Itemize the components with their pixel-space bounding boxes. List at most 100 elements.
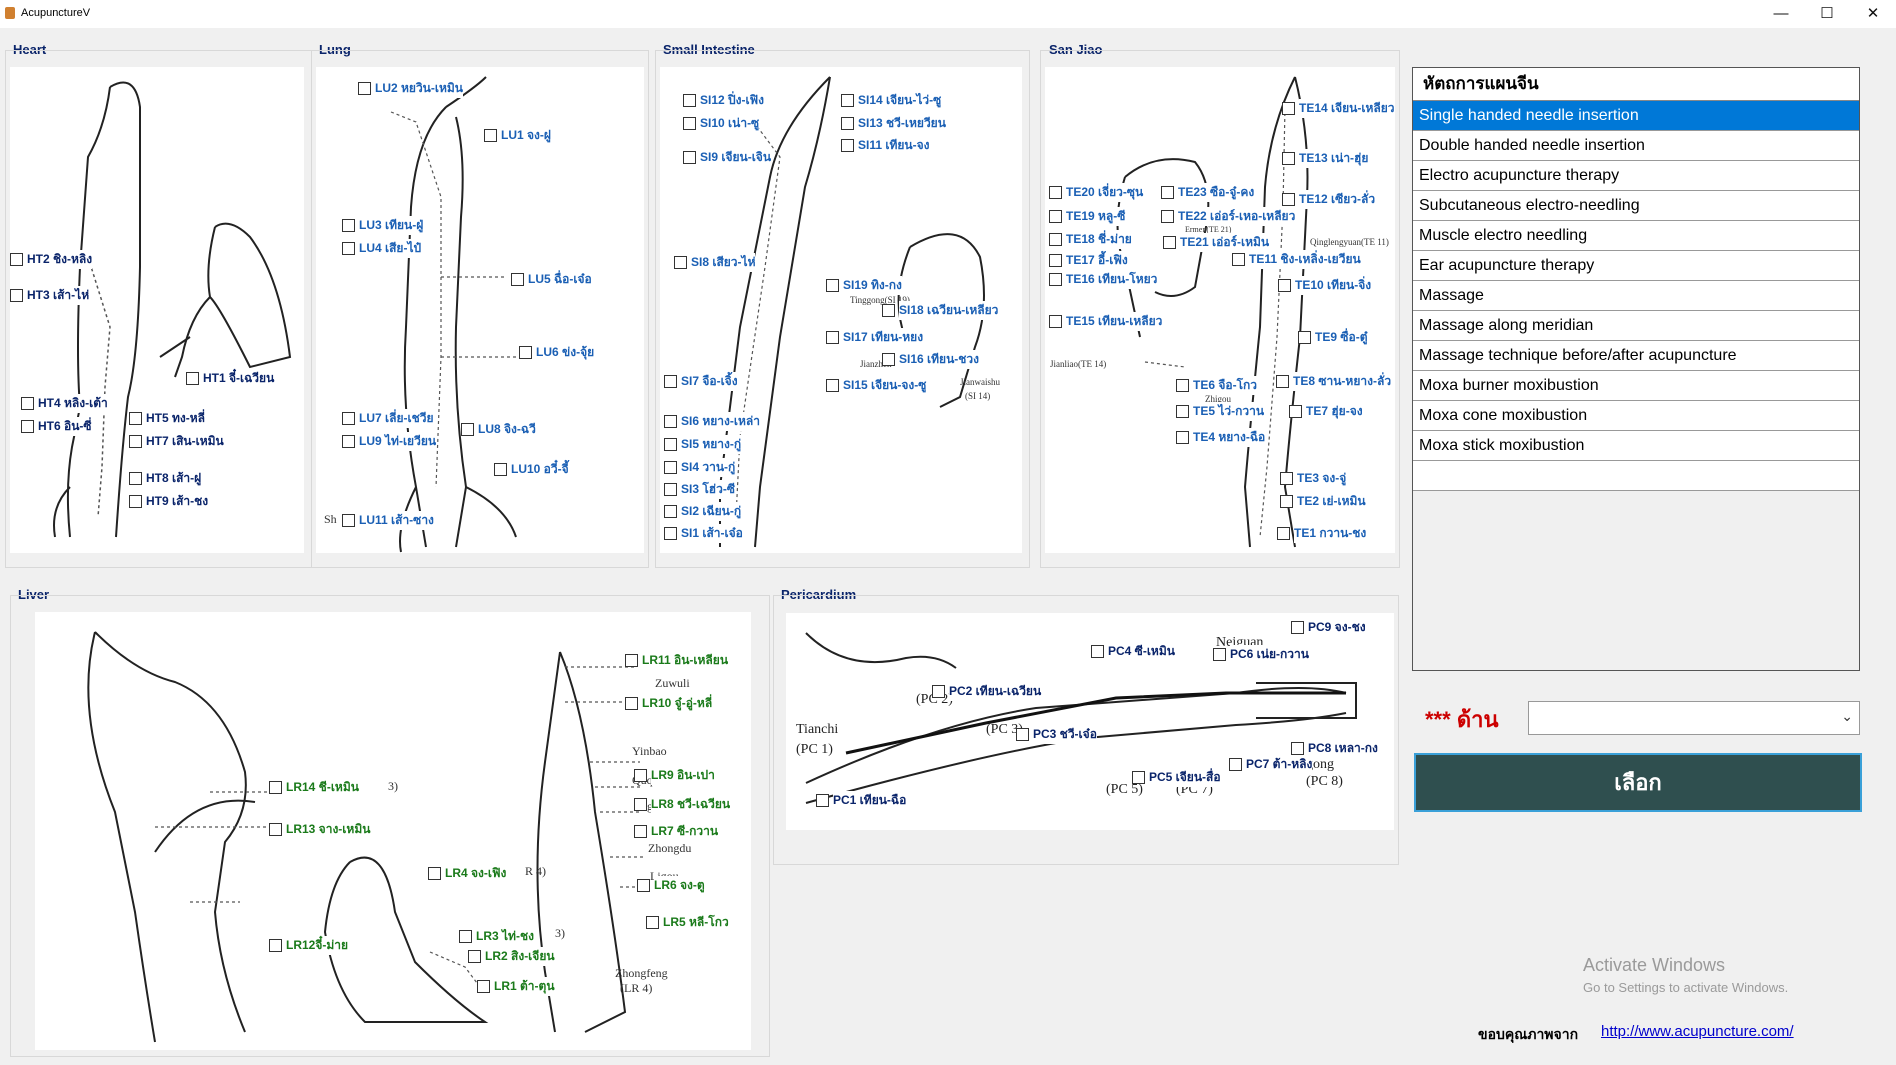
checkbox[interactable] — [1298, 330, 1311, 344]
point-si9[interactable]: SI9 เจียน-เจิน — [683, 147, 772, 167]
select-button[interactable]: เลือก — [1414, 753, 1862, 812]
point-lr7[interactable]: LR7 ซี-กวาน — [634, 821, 719, 841]
checkbox[interactable] — [1049, 209, 1062, 223]
chevron-down-icon[interactable]: ⌄ — [1841, 708, 1853, 724]
point-pc3[interactable]: PC3 ชวี-เจ๋อ — [1016, 724, 1097, 744]
checkbox[interactable] — [129, 411, 142, 425]
point-si6[interactable]: SI6 หยาง-เหล่า — [664, 411, 760, 431]
checkbox[interactable] — [1229, 757, 1242, 771]
checkbox[interactable] — [625, 696, 638, 710]
checkbox[interactable] — [10, 252, 23, 266]
checkbox[interactable] — [129, 471, 142, 485]
point-si4[interactable]: SI4 วาน-กู่ — [664, 457, 736, 477]
checkbox[interactable] — [461, 422, 474, 436]
checkbox[interactable] — [664, 414, 677, 428]
point-si15[interactable]: SI15 เจียน-จง-ซู — [826, 375, 927, 395]
point-te13[interactable]: TE13 เน่า-ฮุ่ย — [1282, 148, 1369, 168]
checkbox[interactable] — [664, 437, 677, 451]
checkbox[interactable] — [637, 878, 650, 892]
checkbox[interactable] — [269, 822, 282, 836]
checkbox[interactable] — [519, 345, 532, 359]
point-pc7[interactable]: PC7 ต้า-หลิง — [1229, 754, 1313, 774]
point-lu7[interactable]: LU7 เลี่ย-เชวีย — [342, 408, 434, 428]
checkbox[interactable] — [1176, 430, 1189, 444]
point-pc1[interactable]: PC1 เทียน-ฉือ — [816, 790, 907, 810]
checkbox[interactable] — [428, 866, 441, 880]
checkbox[interactable] — [826, 378, 839, 392]
checkbox[interactable] — [1213, 647, 1226, 661]
checkbox[interactable] — [1280, 471, 1293, 485]
checkbox[interactable] — [21, 396, 34, 410]
checkbox[interactable] — [1091, 644, 1104, 658]
technique-item[interactable]: Single handed needle insertion — [1413, 101, 1859, 131]
checkbox[interactable] — [664, 482, 677, 496]
point-lu10[interactable]: LU10 อวี๋-จี้ — [494, 459, 569, 479]
point-te4[interactable]: TE4 หยาง-ฉือ — [1176, 427, 1266, 447]
checkbox[interactable] — [1161, 209, 1174, 223]
point-te23[interactable]: TE23 ซือ-จู๋-คง — [1161, 182, 1255, 202]
checkbox[interactable] — [269, 938, 282, 952]
technique-item[interactable]: Subcutaneous electro-needling — [1413, 191, 1859, 221]
point-te6[interactable]: TE6 จือ-โกว — [1176, 375, 1258, 395]
point-te9[interactable]: TE9 ซื่อ-ตู๋ — [1298, 327, 1368, 347]
point-si3[interactable]: SI3 โฮ่ว-ซี — [664, 479, 735, 499]
checkbox[interactable] — [664, 460, 677, 474]
checkbox[interactable] — [484, 128, 497, 142]
point-te16[interactable]: TE16 เทียน-โหยว — [1049, 269, 1158, 289]
point-pc9[interactable]: PC9 จง-ชง — [1291, 617, 1366, 637]
checkbox[interactable] — [129, 494, 142, 508]
point-te11[interactable]: TE11 ชิง-เหลิ่ง-เยวียน — [1232, 249, 1361, 269]
point-pc2[interactable]: PC2 เทียน-เฉวียน — [932, 681, 1042, 701]
point-si19[interactable]: SI19 ทิง-กง — [826, 275, 902, 295]
checkbox[interactable] — [358, 81, 371, 95]
technique-item[interactable]: Muscle electro needling — [1413, 221, 1859, 251]
point-te22[interactable]: TE22 เอ่อร์-เหอ-เหลียว — [1161, 206, 1296, 226]
point-si14[interactable]: SI14 เจียน-ไว่-ซู — [841, 90, 942, 110]
technique-item[interactable]: Massage — [1413, 281, 1859, 311]
checkbox[interactable] — [10, 288, 23, 302]
technique-item[interactable]: Massage technique before/after acupunctu… — [1413, 341, 1859, 371]
point-te20[interactable]: TE20 เจี่ยว-ซุน — [1049, 182, 1144, 202]
point-lu9[interactable]: LU9 ไท่-เยวียน — [342, 431, 437, 451]
checkbox[interactable] — [664, 526, 677, 540]
checkbox[interactable] — [841, 93, 854, 107]
point-te19[interactable]: TE19 หลู-ซี — [1049, 206, 1126, 226]
point-lr13[interactable]: LR13 จาง-เหมิน — [269, 819, 371, 839]
point-lu4[interactable]: LU4 เสีย-ไป๋ — [342, 238, 422, 258]
point-lr5[interactable]: LR5 หลี-โกว — [646, 912, 729, 932]
point-ht3[interactable]: HT3 เส้า-ไห่ — [10, 285, 90, 305]
technique-item[interactable]: Ear acupuncture therapy — [1413, 251, 1859, 281]
point-te7[interactable]: TE7 ฮุ่ย-จง — [1289, 401, 1363, 421]
checkbox[interactable] — [342, 218, 355, 232]
checkbox[interactable] — [634, 768, 647, 782]
point-ht7[interactable]: HT7 เสิน-เหมิน — [129, 431, 224, 451]
point-pc6[interactable]: PC6 เน่ย-กวาน — [1213, 644, 1309, 664]
point-si7[interactable]: SI7 จือ-เจิ้ง — [664, 371, 738, 391]
checkbox[interactable] — [21, 419, 34, 433]
checkbox[interactable] — [1291, 741, 1304, 755]
technique-item[interactable]: Double handed needle insertion — [1413, 131, 1859, 161]
point-lu1[interactable]: LU1 จง-ฝู — [484, 125, 551, 145]
close-button[interactable]: ✕ — [1866, 5, 1880, 22]
point-te17[interactable]: TE17 อี้-เฟิง — [1049, 250, 1128, 270]
point-lu11[interactable]: LU11 เส้า-ซาง — [342, 510, 434, 530]
checkbox[interactable] — [494, 462, 507, 476]
checkbox[interactable] — [664, 504, 677, 518]
point-te12[interactable]: TE12 เซียว-ลั่ว — [1282, 189, 1376, 209]
checkbox[interactable] — [1291, 620, 1304, 634]
checkbox[interactable] — [1161, 185, 1174, 199]
checkbox[interactable] — [342, 434, 355, 448]
point-te15[interactable]: TE15 เทียน-เหลียว — [1049, 311, 1163, 331]
checkbox[interactable] — [342, 411, 355, 425]
point-lr6[interactable]: LR6 จง-ตู — [637, 875, 705, 895]
point-si16[interactable]: SI16 เทียน-ชวง — [882, 349, 980, 369]
checkbox[interactable] — [1289, 404, 1302, 418]
side-dropdown[interactable]: ⌄ — [1528, 701, 1860, 735]
checkbox[interactable] — [1049, 232, 1062, 246]
checkbox[interactable] — [625, 653, 638, 667]
point-lu6[interactable]: LU6 ข่ง-จุ้ย — [519, 342, 595, 362]
point-te8[interactable]: TE8 ซาน-หยาง-ลั่ว — [1276, 371, 1392, 391]
checkbox[interactable] — [1276, 374, 1289, 388]
minimize-button[interactable]: — — [1773, 5, 1789, 22]
point-lr14[interactable]: LR14 ชี-เหมิน — [269, 777, 359, 797]
